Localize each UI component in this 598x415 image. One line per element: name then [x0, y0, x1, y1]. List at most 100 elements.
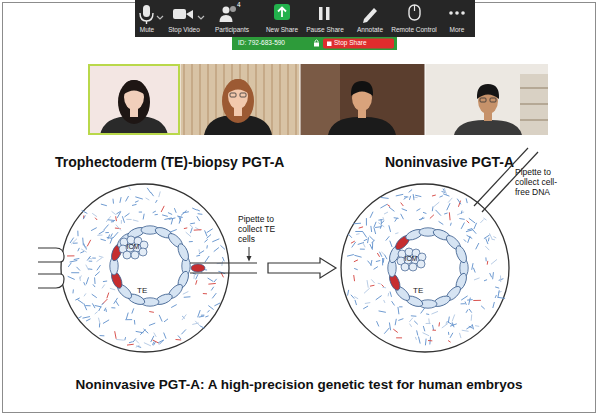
dna-fragment — [396, 337, 402, 338]
icm-cell — [123, 251, 131, 259]
dna-fragment — [379, 311, 386, 312]
caret-icon — [198, 16, 204, 19]
glasses — [230, 93, 236, 97]
dna-fragment — [467, 229, 472, 230]
shelf-line — [520, 119, 548, 121]
dna-fragment — [221, 261, 223, 266]
dna-fragment — [161, 206, 164, 212]
dna-fragment — [448, 317, 449, 323]
dna-fragment — [122, 216, 124, 223]
dna-fragment — [201, 269, 203, 273]
dna-fragment — [78, 316, 81, 318]
dna-fragment — [355, 231, 362, 232]
dna-fragment — [144, 343, 151, 346]
dna-fragment — [397, 307, 399, 314]
dna-fragment — [431, 311, 438, 314]
dna-fragment — [135, 197, 142, 199]
camera-icon — [173, 9, 186, 19]
dna-fragment — [147, 188, 151, 193]
dna-fragment — [434, 202, 439, 206]
dna-fragment — [383, 217, 384, 221]
dna-fragment — [376, 261, 380, 262]
dna-fragment — [116, 301, 119, 306]
dna-fragment — [488, 238, 490, 242]
dna-fragment — [211, 287, 214, 291]
dna-fragment — [425, 339, 427, 346]
dna-fragment — [192, 208, 196, 210]
dna-fragment — [348, 234, 352, 238]
dna-fragment — [88, 268, 92, 270]
dna-fragment — [198, 213, 203, 215]
inner-cell-mass: ICM — [396, 248, 426, 272]
participant-shoulders — [454, 120, 522, 135]
stop-share-button — [323, 39, 394, 49]
dna-fragment — [85, 246, 87, 249]
dna-fragment — [389, 322, 390, 330]
dna-fragment — [207, 234, 211, 238]
dna-fragment — [82, 238, 84, 246]
dna-fragment — [381, 197, 389, 199]
blastocyst: TEICM — [386, 226, 470, 310]
dna-fragment — [174, 208, 176, 213]
dna-fragment — [126, 219, 131, 220]
dna-fragment — [444, 213, 447, 214]
dna-fragment — [423, 212, 426, 213]
annotate-icon — [363, 8, 377, 23]
te-label: TE — [137, 286, 157, 295]
toolbar-bar — [135, 0, 475, 37]
dna-fragment — [423, 326, 425, 331]
dna-fragment — [415, 195, 421, 196]
dna-fragment — [85, 305, 90, 306]
tile-separator — [425, 64, 426, 135]
dna-fragment — [92, 294, 97, 298]
dna-fragment — [86, 319, 90, 321]
dna-fragment — [498, 297, 505, 298]
dna-fragment — [155, 214, 158, 215]
dna-fragment — [133, 220, 139, 221]
dna-fragment — [489, 233, 492, 239]
mic-icon — [140, 13, 153, 21]
dna-fragment — [396, 194, 403, 196]
participant-hair — [222, 79, 254, 123]
dna-fragment — [466, 198, 467, 203]
dna-fragment — [382, 287, 386, 289]
dna-fragment — [176, 339, 182, 341]
dna-fragment — [493, 302, 495, 308]
dna-fragment — [212, 239, 219, 242]
dna-fragment — [450, 223, 452, 226]
dna-fragment — [495, 287, 499, 288]
dna-fragment — [486, 238, 488, 244]
dna-fragment — [362, 231, 366, 237]
dna-fragment — [389, 225, 391, 232]
dna-fragment — [490, 273, 492, 277]
participant-hair — [118, 80, 150, 124]
dna-fragment — [485, 257, 486, 261]
new-share-icon — [274, 4, 290, 20]
dna-fragment — [86, 265, 89, 270]
curtain-fold — [183, 64, 185, 135]
dna-fragment — [82, 210, 88, 213]
dna-fragment — [135, 339, 139, 343]
dna-fragment — [143, 214, 144, 220]
holding-pipette — [38, 248, 64, 262]
embryo-zona-circle: Trophectoderm (TE)-biopsy PGT-ATEICM — [60, 183, 230, 353]
participant-figure — [328, 81, 396, 135]
dna-fragment — [389, 207, 394, 211]
dna-fragment — [377, 321, 379, 326]
glasses — [480, 98, 486, 102]
bookshelf — [520, 74, 548, 135]
dna-fragment — [205, 316, 208, 317]
dna-fragment — [398, 319, 403, 321]
dna-fragment — [465, 302, 466, 305]
dna-fragment — [430, 215, 434, 219]
dna-fragment — [442, 324, 448, 328]
trophectoderm-cell — [454, 244, 469, 264]
dna-fragment — [98, 318, 100, 325]
participant-hair — [351, 81, 373, 96]
toolbar-label: Pause Share — [303, 26, 347, 33]
cell-free-dna — [347, 188, 505, 345]
dna-fragment — [382, 258, 383, 265]
zona-outline — [61, 184, 229, 352]
dna-fragment — [83, 215, 84, 219]
